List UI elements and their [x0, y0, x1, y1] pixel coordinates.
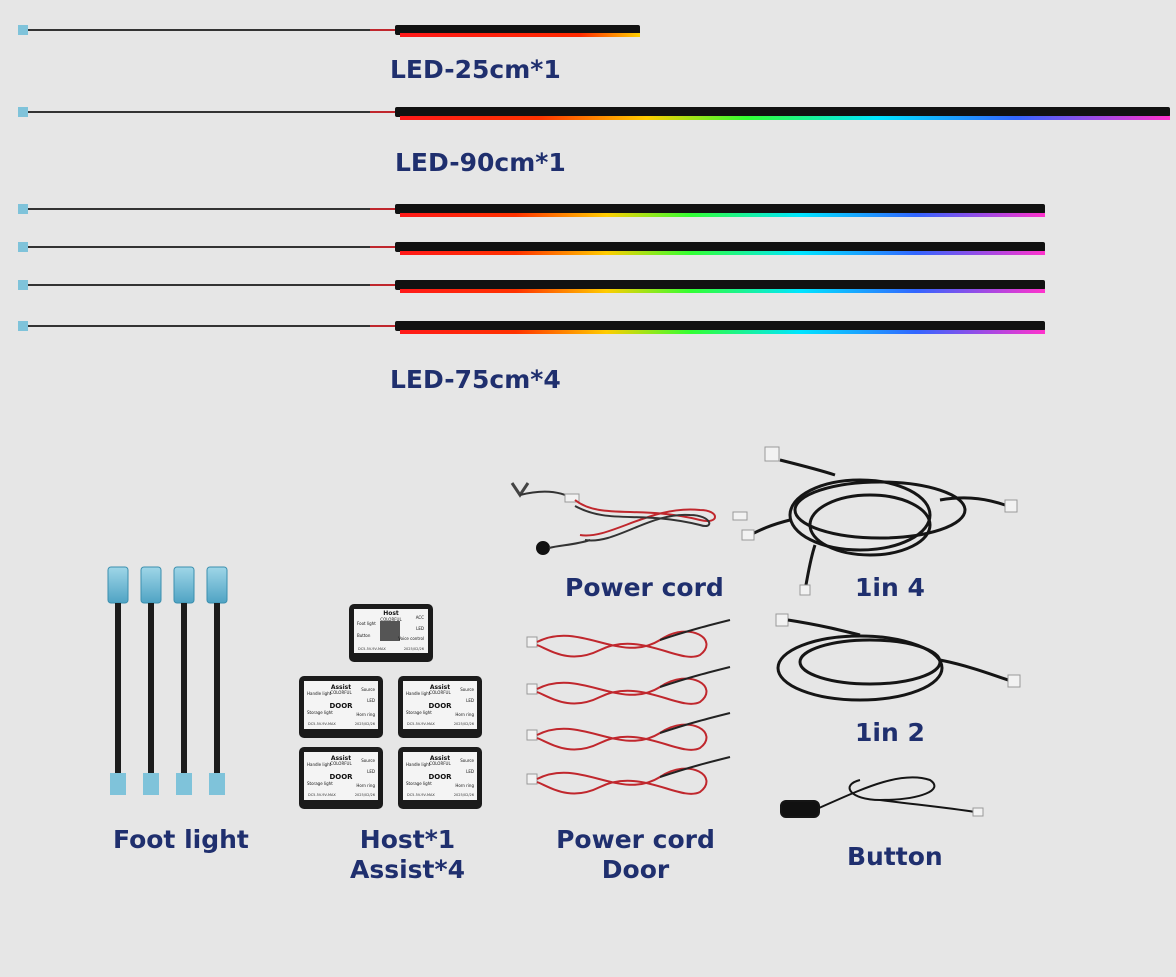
led-strip-25cm [18, 25, 640, 37]
host-title: Host [383, 610, 399, 617]
host-module: Host COLORFUL Foot light Button ACC LED … [349, 604, 433, 662]
host-count-label: Host*1 [359, 825, 456, 854]
assist-footer-right: 2025/02/26 [454, 722, 474, 726]
assist-brand: COLORFUL [330, 761, 352, 766]
led-75cm-label: LED-75cm*4 [390, 365, 561, 394]
one-in-two-harness [775, 613, 1021, 702]
host-footer-right: 2025/02/26 [404, 647, 424, 651]
power-cord-door-set [526, 619, 731, 795]
power-cord-cable [510, 482, 748, 555]
assist-footer-left: DC5-5V-9V-MAX [308, 793, 336, 797]
assist-right-bottom: Horn ring [356, 712, 375, 717]
assist-right-top: Source [460, 758, 474, 763]
assist-center: DOOR [428, 702, 452, 710]
one-in-two-label: 1in 2 [855, 718, 925, 747]
assist-left-bottom: Storage light [406, 781, 432, 786]
power-cord-door-line2: Door [601, 855, 670, 884]
assist-right-mid: LED [367, 769, 375, 774]
assist-title: Assist [430, 684, 450, 691]
assist-footer-right: 2025/02/26 [355, 793, 375, 797]
button-switch [780, 776, 984, 818]
assist-module: Assist COLORFUL DOOR Handle light Storag… [299, 747, 383, 809]
assist-title: Assist [331, 755, 351, 762]
assist-right-top: Source [361, 687, 375, 692]
power-cord-door-label: Power cord Door [553, 825, 718, 885]
led-25cm-label: LED-25cm*1 [390, 55, 561, 84]
assist-center: DOOR [329, 702, 353, 710]
assist-title: Assist [331, 684, 351, 691]
assist-count-label: Assist*4 [350, 855, 465, 884]
assist-right-mid: LED [367, 698, 375, 703]
assist-footer-right: 2025/02/26 [355, 722, 375, 726]
assist-brand: COLORFUL [429, 690, 451, 695]
power-cord-door-line1: Power cord [556, 825, 715, 854]
foot-light-set [107, 566, 228, 795]
button-label: Button [847, 842, 943, 871]
assist-brand: COLORFUL [330, 690, 352, 695]
assist-module: Assist COLORFUL DOOR Handle light Storag… [398, 747, 482, 809]
host-assist-label: Host*1 Assist*4 [340, 825, 475, 885]
power-cord-label: Power cord [565, 573, 724, 602]
assist-left-top: Handle light [406, 691, 431, 696]
host-left-bottom: Button [357, 633, 371, 638]
led-strip-75cm-set [18, 204, 1045, 334]
assist-left-bottom: Storage light [307, 781, 333, 786]
assist-right-bottom: Horn ring [455, 712, 474, 717]
led-strip-90cm [18, 107, 1170, 120]
assist-title: Assist [430, 755, 450, 762]
foot-light-label: Foot light [113, 825, 249, 854]
host-footer-left: DC5-5V-9V-MAX [358, 647, 386, 651]
host-right-top: ACC [416, 615, 424, 620]
host-brand: COLORFUL [380, 617, 402, 622]
assist-left-bottom: Storage light [406, 710, 432, 715]
assist-right-top: Source [460, 687, 474, 692]
assist-footer-right: 2025/02/26 [454, 793, 474, 797]
assist-brand: COLORFUL [429, 761, 451, 766]
assist-right-bottom: Horn ring [356, 783, 375, 788]
led-90cm-label: LED-90cm*1 [395, 148, 566, 177]
assist-center: DOOR [329, 773, 353, 781]
one-in-four-harness [741, 446, 1018, 596]
host-right-mid: LED [416, 626, 424, 631]
assist-left-top: Handle light [406, 762, 431, 767]
assist-module: Assist COLORFUL DOOR Handle light Storag… [299, 676, 383, 738]
assist-footer-left: DC5-5V-9V-MAX [308, 722, 336, 726]
assist-left-top: Handle light [307, 762, 332, 767]
assist-right-mid: LED [466, 769, 474, 774]
assist-right-mid: LED [466, 698, 474, 703]
host-left-top: Foot light [357, 621, 376, 626]
assist-center: DOOR [428, 773, 452, 781]
assist-left-bottom: Storage light [307, 710, 333, 715]
one-in-four-label: 1in 4 [855, 573, 925, 602]
assist-footer-left: DC5-5V-9V-MAX [407, 793, 435, 797]
assist-footer-left: DC5-5V-9V-MAX [407, 722, 435, 726]
assist-left-top: Handle light [307, 691, 332, 696]
assist-right-top: Source [361, 758, 375, 763]
host-right-bottom: Voice control [398, 636, 424, 641]
assist-module: Assist COLORFUL DOOR Handle light Storag… [398, 676, 482, 738]
assist-right-bottom: Horn ring [455, 783, 474, 788]
